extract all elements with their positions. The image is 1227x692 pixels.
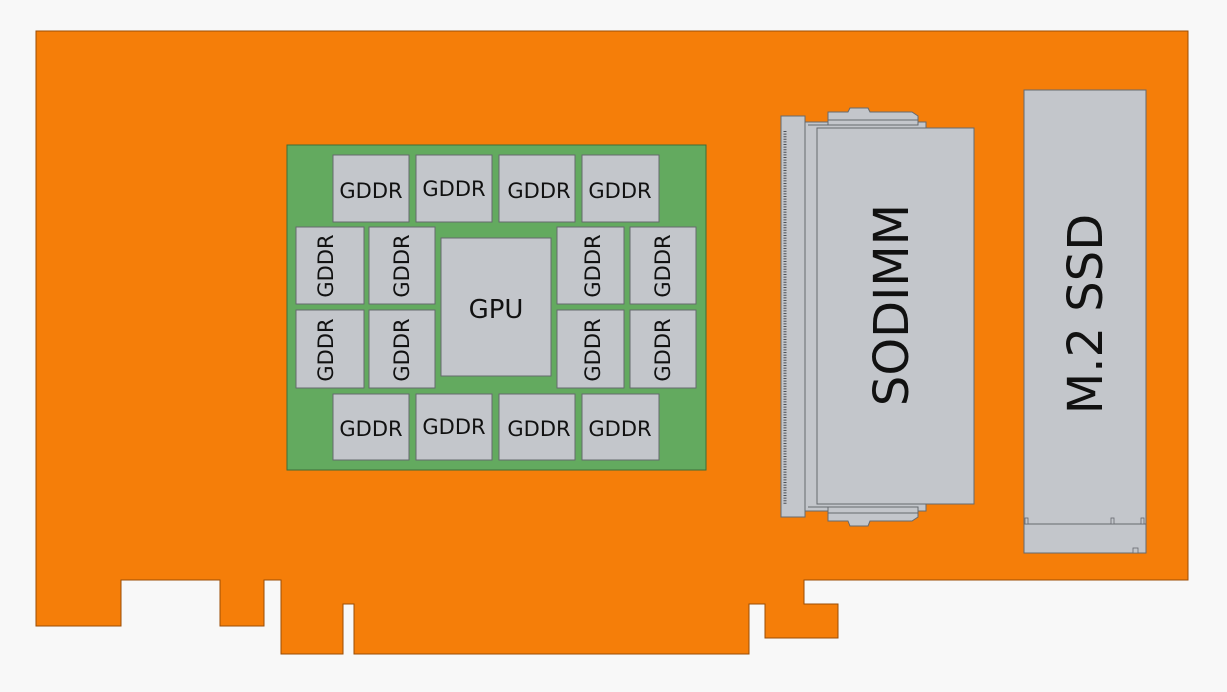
gddr-label: GDDR <box>507 417 570 441</box>
m2-ssd-notch <box>1110 517 1115 525</box>
gddr-label: GDDR <box>651 318 675 381</box>
gddr-label: GDDR <box>422 177 485 201</box>
gddr-chip: GDDR <box>332 154 410 223</box>
m2-ssd-body <box>1023 89 1147 554</box>
gddr-label: GDDR <box>581 234 605 297</box>
gddr-chip-body <box>332 154 410 223</box>
gddr-chip-body <box>368 226 436 305</box>
gddr-label: GDDR <box>339 179 402 203</box>
gddr-label: GDDR <box>390 318 414 381</box>
m2-ssd-notch <box>1132 547 1139 554</box>
gddr-label: GDDR <box>581 318 605 381</box>
m2-ssd: M.2 SSD <box>1023 89 1147 554</box>
gddr-label: GDDR <box>314 318 338 381</box>
sodimm-top-latch <box>827 107 919 126</box>
m2-ssd-notch <box>1024 517 1029 525</box>
gddr-chip: GDDR <box>332 393 410 461</box>
gddr-label: GDDR <box>651 234 675 297</box>
m2-ssd-notch <box>1140 517 1145 525</box>
gpu-label: GPU <box>469 295 524 325</box>
gddr-chip: GDDR <box>629 226 697 305</box>
gddr-chip: GDDR <box>368 226 436 305</box>
gddr-chip-body <box>556 309 625 389</box>
gddr-chip-body <box>332 393 410 461</box>
gddr-label: GDDR <box>422 415 485 439</box>
gddr-chip-body <box>295 309 365 389</box>
gddr-label: GDDR <box>588 179 651 203</box>
gddr-chip: GDDR <box>295 309 365 389</box>
gddr-chip-body <box>415 154 493 223</box>
gddr-chip: GDDR <box>415 154 493 223</box>
sodimm-label: SODIMM <box>864 204 920 406</box>
gddr-chip: GDDR <box>415 393 493 461</box>
gpu-die: GPU <box>440 237 552 377</box>
gddr-chip-body <box>498 393 576 461</box>
gddr-label: GDDR <box>588 417 651 441</box>
gpu-die-body <box>440 237 552 377</box>
gddr-chip: GDDR <box>498 393 576 461</box>
gddr-chip-body <box>498 154 576 223</box>
gddr-chip-body <box>556 226 625 305</box>
gddr-chip: GDDR <box>295 226 365 305</box>
gddr-label: GDDR <box>339 417 402 441</box>
ssd-label: M.2 SSD <box>1058 214 1114 414</box>
gddr-chip-body <box>368 309 436 389</box>
gddr-label: GDDR <box>314 234 338 297</box>
gddr-chip: GDDR <box>368 309 436 389</box>
gddr-label: GDDR <box>390 234 414 297</box>
gddr-chip: GDDR <box>556 226 625 305</box>
gddr-chip-body <box>295 226 365 305</box>
sodimm-bottom-latch <box>827 506 919 527</box>
gddr-label: GDDR <box>507 179 570 203</box>
gddr-chip-body <box>629 309 697 389</box>
sodimm-module-body <box>816 127 975 505</box>
gddr-chip-body <box>415 393 493 461</box>
gddr-chip-body <box>581 154 660 223</box>
gddr-chip-body <box>581 393 660 461</box>
gddr-chip: GDDR <box>629 309 697 389</box>
gddr-chip: GDDR <box>581 154 660 223</box>
gddr-chip: GDDR <box>498 154 576 223</box>
gddr-chip: GDDR <box>581 393 660 461</box>
gddr-chip-body <box>629 226 697 305</box>
gddr-chip: GDDR <box>556 309 625 389</box>
sodimm-module: SODIMM <box>816 127 975 505</box>
sodimm-socket <box>780 107 927 527</box>
